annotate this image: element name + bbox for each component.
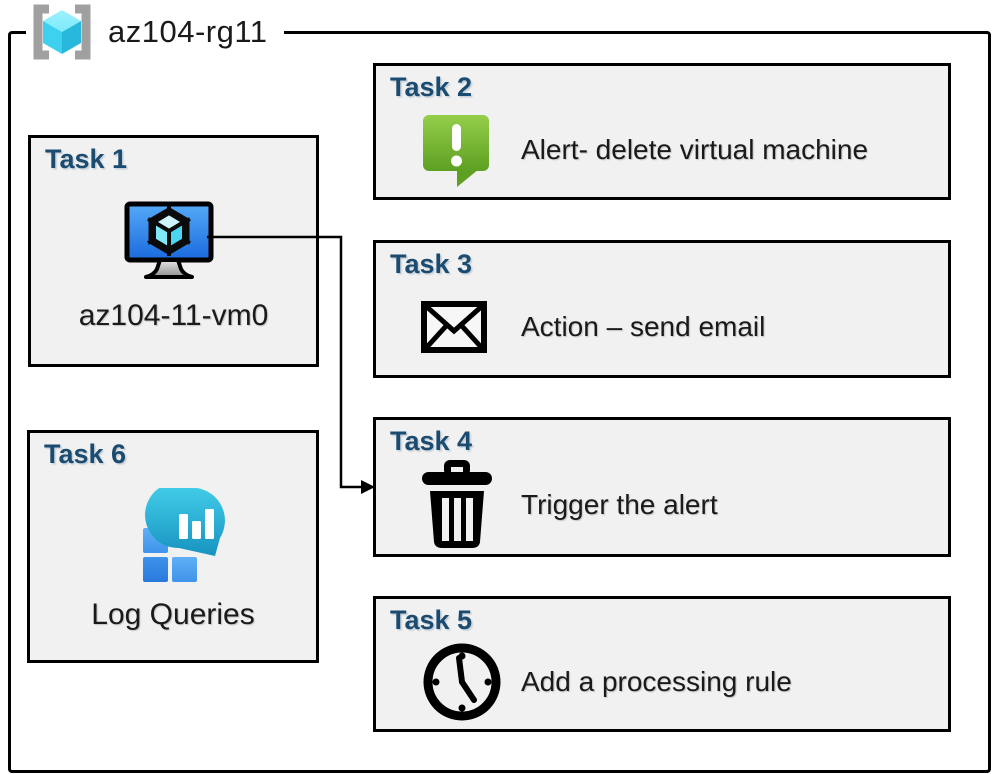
task1-heading: Task 1	[45, 144, 128, 174]
task2-heading: Task 2	[390, 72, 473, 102]
virtual-machine-icon	[124, 201, 214, 284]
task6-caption: Log Queries	[91, 598, 255, 631]
task1-box: Task 1	[28, 135, 319, 367]
resource-group-header: az104-rg11	[26, 3, 284, 61]
email-icon	[421, 301, 487, 353]
resource-group-label: az104-rg11	[108, 14, 268, 49]
task6-heading: Task 6	[44, 439, 127, 469]
task3-box: Task 3 Action – send email	[373, 240, 951, 378]
task1-caption: az104-11-vm0	[78, 299, 269, 332]
log-queries-icon	[135, 482, 231, 589]
task5-caption: Add a processing rule	[521, 666, 792, 697]
task2-box: Task 2 Alert- delete virtual machine	[373, 63, 951, 200]
task2-caption: Alert- delete virtual machine	[521, 133, 869, 165]
task3-heading: Task 3	[390, 249, 473, 279]
task4-caption: Trigger the alert	[521, 489, 718, 520]
task4-heading: Task 4	[390, 426, 473, 456]
resource-group-icon	[33, 4, 91, 60]
task5-heading: Task 5	[390, 605, 473, 635]
alert-icon	[423, 114, 489, 187]
clock-icon	[423, 643, 501, 721]
task5-box: Task 5 Add a processing rule	[373, 596, 951, 732]
task3-caption: Action – send email	[521, 311, 766, 342]
trash-icon	[422, 460, 492, 548]
task6-box: Task 6 Log Queries	[27, 430, 319, 663]
task4-box: Task 4 Trigger the alert	[373, 417, 951, 557]
